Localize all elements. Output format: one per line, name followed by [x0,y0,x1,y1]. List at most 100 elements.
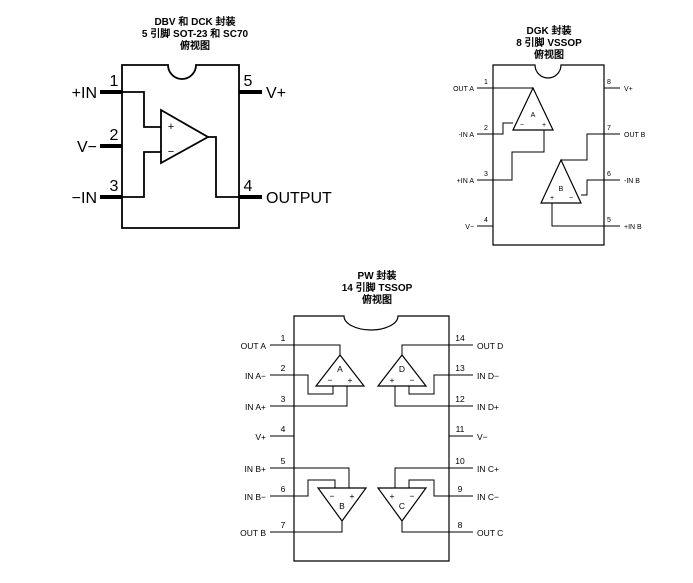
dgk-pin3-label: +IN A [457,178,475,185]
pw-amp-c-name: C [399,501,405,511]
pw-wire-out-b [294,521,343,533]
dgk-package: DGK 封装 8 引脚 VSSOP 俯视图 1 2 3 4 5 6 7 8 OU… [453,24,646,246]
pw-pin3-label: IN A+ [245,402,266,412]
dbv-opamp-triangle [160,108,210,165]
dgk-pin8-number: 8 [607,79,611,86]
dgk-amp-b-plus: + [550,195,554,202]
dgk-wire-in-a-plus [493,130,545,181]
pw-pin7-number: 7 [281,520,286,530]
dbv-pin1-number: 1 [110,73,119,90]
pw-amp-d-triangle [376,354,428,387]
dbv-title-line1: DBV 和 DCK 封装 [154,15,235,28]
pw-amp-b-plus: + [350,491,355,501]
pw-pin2-number: 2 [281,363,286,373]
pw-pin2-label: IN A− [245,371,266,381]
dgk-pin7-number: 7 [607,125,611,132]
dbv-wire-output [208,136,239,198]
pw-wire-in-c-minus [408,479,449,497]
dgk-amp-b-minus: − [569,195,573,202]
pw-pin4-label: V+ [255,432,266,442]
pw-pin13-number: 13 [455,363,465,373]
pw-pin12-number: 12 [455,394,465,404]
dbv-package: DBV 和 DCK 封装 5 引脚 SOT-23 和 SC70 俯视图 1 2 … [72,15,332,229]
pw-pin6-number: 6 [281,484,286,494]
pw-pin11-label: V− [477,432,488,442]
dgk-amp-a-minus: − [520,122,524,129]
pw-pin14-label: OUT D [477,341,503,351]
dgk-pin2-number: 2 [484,125,488,132]
pw-amp-b-name: B [339,501,345,511]
pw-pin9-label: IN C− [477,492,499,502]
dbv-title-line2: 5 引脚 SOT-23 和 SC70 [142,27,249,40]
dgk-wire-in-b-plus [551,203,604,227]
pw-pin1-number: 1 [281,333,286,343]
pw-wire-in-b-plus [294,467,350,488]
pw-pin8-label: OUT C [477,528,503,538]
dgk-pin1-label: OUT A [453,86,474,93]
dgk-pin5-number: 5 [607,217,611,224]
pw-title-line1: PW 封装 [358,269,397,282]
dbv-package-body [121,64,240,229]
pw-pin11-number: 11 [456,424,465,434]
dbv-pin3-label: −IN [72,190,97,207]
pw-wire-in-a-plus [294,386,348,407]
pw-pin8-number: 8 [458,520,463,530]
dgk-wire-in-a-minus [493,122,513,135]
dbv-pin3-number: 3 [110,178,119,195]
dbv-pin5-number: 5 [244,73,253,90]
pw-pin5-label: IN B+ [245,464,267,474]
pw-title-line2: 14 引脚 TSSOP [342,281,413,294]
dgk-pin4-label: V− [465,224,474,231]
dgk-amp-b-triangle [540,158,582,204]
pw-amp-d-plus: + [390,375,395,385]
pw-pin9-number: 9 [458,484,463,494]
dgk-pin3-number: 3 [484,171,488,178]
dbv-wire-in-plus [122,91,161,128]
pw-pin7-label: OUT B [240,528,266,538]
dgk-pin6-label: -IN B [624,178,640,185]
dbv-wire-in-minus [122,151,161,198]
dgk-pin2-label: -IN A [458,132,474,139]
pw-amp-d-minus: − [410,375,415,385]
dbv-title-line3: 俯视图 [180,39,210,52]
pw-amp-c-plus: + [390,491,395,501]
pw-amp-b-minus: − [330,491,335,501]
pw-wire-out-d [401,344,449,355]
dbv-pin4-label: OUTPUT [266,190,332,207]
dgk-title-line3: 俯视图 [534,48,564,61]
dbv-opamp-plus: + [168,121,174,133]
pw-amp-c-minus: − [410,491,415,501]
pw-pin3-number: 3 [281,394,286,404]
pw-pin13-label: IN D− [477,371,499,381]
dgk-title-line2: 8 引脚 VSSOP [516,36,582,49]
pw-wire-out-a [294,344,341,355]
dgk-amp-a-triangle [512,86,554,131]
pw-pin10-number: 10 [455,456,465,466]
pw-pin4-number: 4 [281,424,286,434]
dgk-amp-a-name: A [531,112,536,119]
dbv-pin1-label: +IN [72,85,97,102]
dgk-amp-a-plus: + [542,122,546,129]
dgk-pin4-number: 4 [484,217,488,224]
pw-pin10-label: IN C+ [477,464,499,474]
dbv-pin4-number: 4 [244,178,253,195]
dgk-pin8-label: V+ [624,86,633,93]
pw-amp-a-minus: − [328,375,333,385]
pw-package: PW 封装 14 引脚 TSSOP 俯视图 1 2 3 4 5 6 7 8 9 … [240,269,503,562]
pw-pin5-number: 5 [281,456,286,466]
dbv-opamp-minus: − [168,146,174,158]
pw-wire-in-d-plus [394,386,449,407]
dbv-pin2-number: 2 [110,127,119,144]
pw-wire-in-d-minus [408,374,449,395]
pw-wire-in-c-plus [394,467,449,488]
dgk-wire-out-b [561,133,604,161]
dbv-pin2-label: V− [77,139,97,156]
dgk-pin6-number: 6 [607,171,611,178]
dgk-amp-b-name: B [559,186,564,193]
pw-package-body [293,315,450,562]
pw-pin6-label: IN B− [245,492,267,502]
pw-wire-in-b-minus [294,479,336,497]
pw-amp-d-name: D [399,364,405,374]
pw-amp-b-triangle [316,487,368,523]
